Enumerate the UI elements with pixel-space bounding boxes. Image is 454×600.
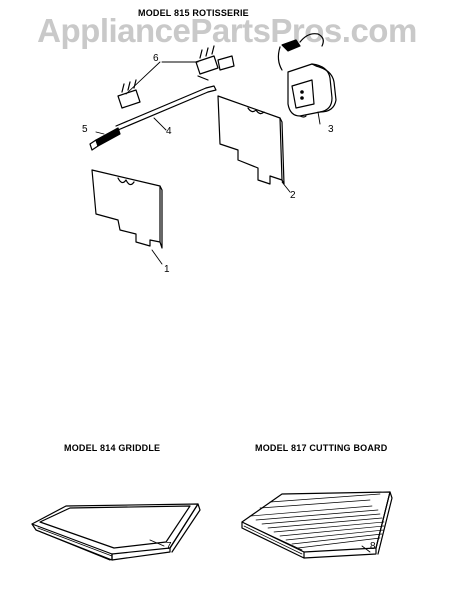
rotisserie-heading: MODEL 815 ROTISSERIE	[138, 8, 249, 18]
callout-2: 2	[290, 190, 296, 201]
side-panel-left	[91, 169, 163, 249]
callout-6: 6	[153, 53, 159, 64]
spit-forks	[117, 45, 235, 109]
callout-1: 1	[164, 264, 170, 275]
griddle	[31, 503, 201, 561]
callout-5: 5	[82, 124, 88, 135]
cutting-board-heading: MODEL 817 CUTTING BOARD	[255, 443, 388, 453]
power-plug	[277, 33, 324, 71]
callout-4: 4	[166, 126, 172, 137]
callout-7: 7	[166, 541, 172, 552]
leader-lines-top	[95, 61, 321, 265]
cutting-board	[241, 491, 393, 559]
callout-3: 3	[328, 124, 334, 135]
watermark: AppliancePartsPros.com	[37, 12, 417, 49]
griddle-heading: MODEL 814 GRIDDLE	[64, 443, 161, 453]
callout-8: 8	[370, 541, 376, 552]
spit-rod	[89, 85, 217, 151]
rotisserie-motor	[287, 63, 337, 118]
side-panel-right	[217, 95, 285, 185]
